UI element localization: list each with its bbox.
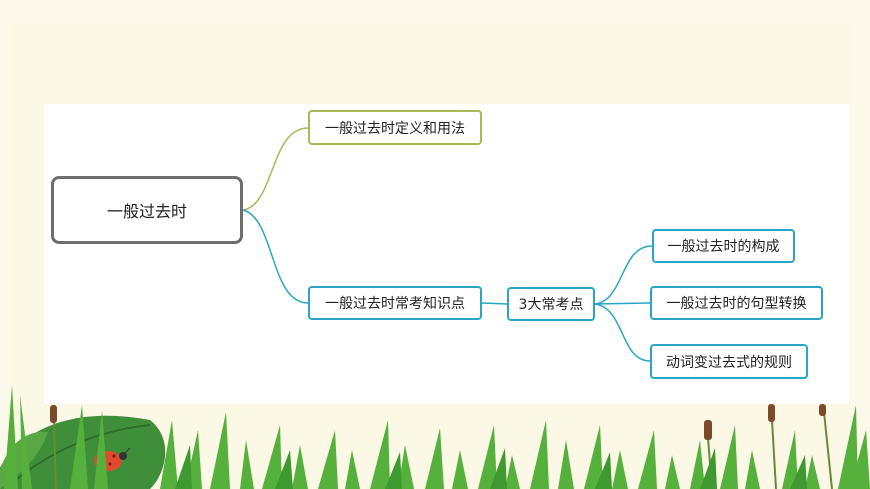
node-sentence-transform[interactable]: 一般过去时的句型转换 <box>650 286 823 320</box>
connector-root-definition <box>242 127 309 211</box>
connector-root-knowledge <box>242 209 309 304</box>
node-root[interactable]: 一般过去时 <box>51 176 243 244</box>
connector-knowledge-three <box>481 302 508 305</box>
node-definition[interactable]: 一般过去时定义和用法 <box>308 110 482 145</box>
node-knowledge-points[interactable]: 一般过去时常考知识点 <box>308 286 482 320</box>
connector-three-rules <box>594 303 651 362</box>
node-composition[interactable]: 一般过去时的构成 <box>652 229 795 263</box>
node-verb-rules[interactable]: 动词变过去式的规则 <box>650 344 808 379</box>
node-three-points[interactable]: 3大常考点 <box>507 287 595 321</box>
connector-three-transform <box>594 302 651 305</box>
connector-three-composition <box>594 245 653 305</box>
